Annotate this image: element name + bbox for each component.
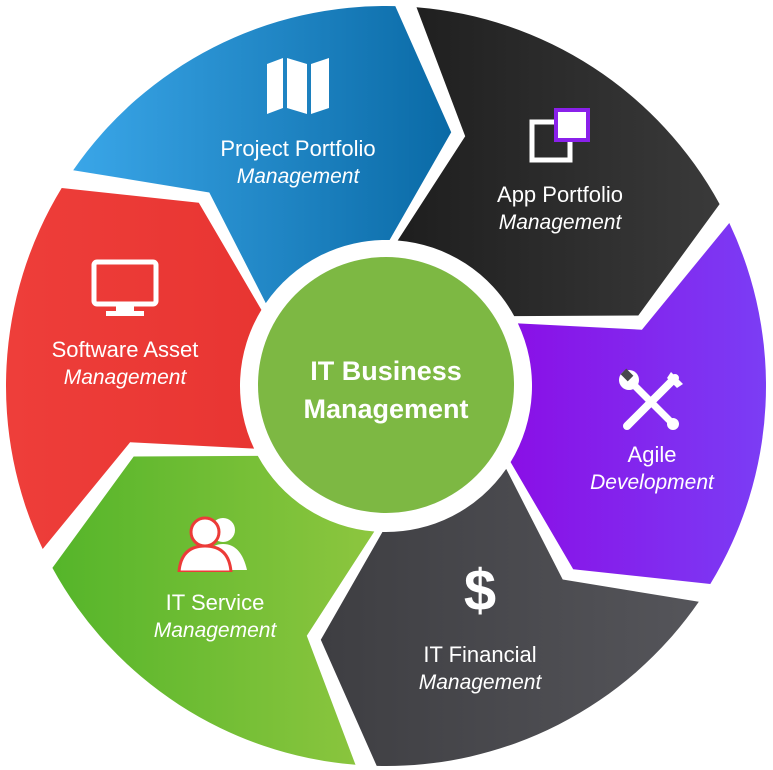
segment-app-portfolio[interactable] (510, 223, 767, 584)
segment-subtitle: Development (590, 471, 714, 494)
monitor-icon (91, 259, 159, 316)
segment-subtitle: Management (236, 165, 360, 188)
segment-title: Agile (627, 442, 677, 467)
segment-title: IT Financial (423, 642, 537, 667)
segment-agile-development[interactable] (320, 468, 699, 767)
segment-title: Software Asset (51, 337, 199, 362)
label-it-financial: IT Financial Management (419, 641, 542, 697)
label-software-asset: Software Asset Management (52, 336, 199, 392)
label-agile-development: Agile Development (590, 441, 714, 497)
segment-software-asset[interactable] (73, 5, 452, 304)
segment-title: IT Service (165, 590, 265, 615)
label-it-service: IT Service Management (154, 589, 277, 645)
tools-icon (619, 368, 683, 430)
segment-subtitle: Management (418, 671, 542, 694)
segment-it-financial[interactable] (52, 455, 375, 765)
segment-subtitle: Management (153, 619, 277, 642)
label-project-portfolio: Project Portfolio Management (220, 135, 375, 191)
segment-subtitle: Management (63, 366, 187, 389)
users-icon (177, 516, 247, 572)
segment-subtitle: Management (498, 211, 622, 234)
segment-title: App Portfolio (497, 182, 623, 207)
segment-it-service[interactable] (5, 188, 262, 549)
center-title-line2: Management (303, 394, 469, 424)
center-title: IT Business Management (303, 352, 468, 428)
map-icon (267, 58, 329, 114)
label-app-portfolio: App Portfolio Management (497, 181, 623, 237)
center-circle[interactable] (258, 257, 514, 513)
center-title-line1: IT Business (310, 356, 462, 386)
dollar-icon: $ (463, 558, 497, 623)
windows-icon (529, 108, 590, 163)
segment-title: Project Portfolio (220, 136, 376, 161)
